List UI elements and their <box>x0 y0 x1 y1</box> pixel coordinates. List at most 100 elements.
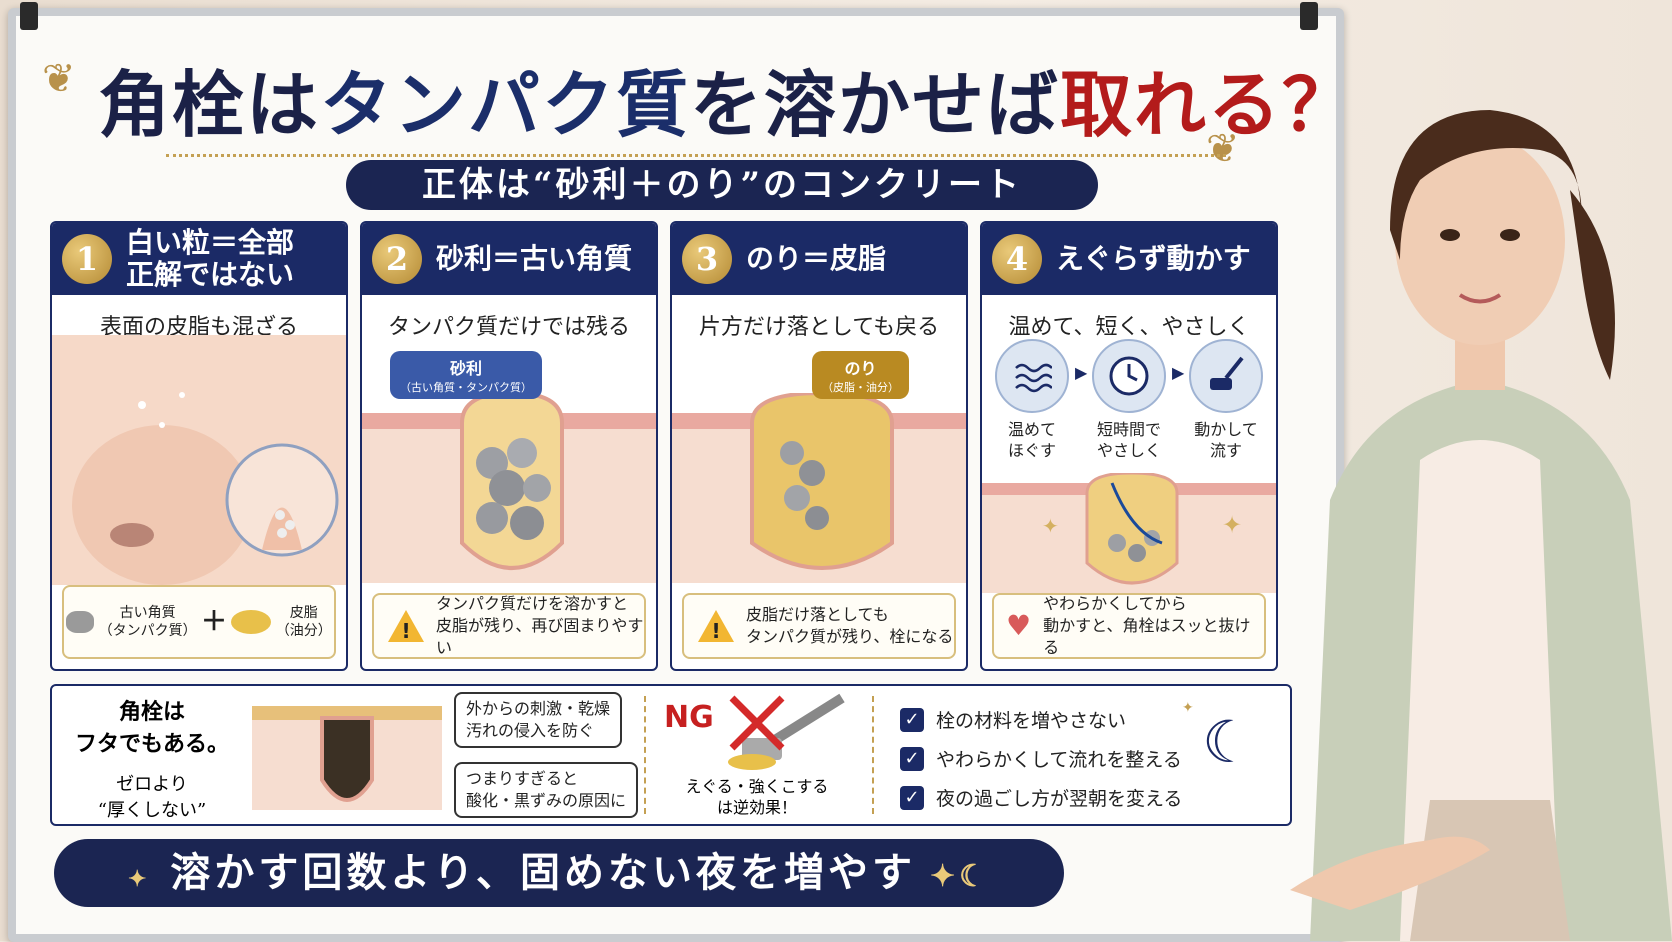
callout-protect: 外からの刺激・乾燥汚れの侵入を防ぐ <box>454 692 623 748</box>
checkbox-icon: ✓ <box>900 707 924 732</box>
panel-4-subtitle: 温めて、短く、やさしく <box>1008 315 1250 340</box>
lid-line3: ゼロより <box>116 774 188 795</box>
lid-message: 角栓は フタでもある。 ゼロより “厚くしない” <box>62 694 242 822</box>
panel-3-number: 3 <box>682 234 732 284</box>
checklist: ✓ 栓の材料を増やさない ✓やわらかくして流れを整える ✓夜の過ごし方が翌朝を変え… <box>900 706 1182 823</box>
panel-3-note-line2: タンパク質が残り、栓になる <box>746 627 954 646</box>
sebum-icon <box>231 610 272 634</box>
lid-line1: 角栓は <box>118 699 185 725</box>
title-divider <box>166 154 1226 157</box>
pore-sebum-illustration <box>672 393 966 583</box>
arrow-right-icon: ▶ <box>1172 363 1185 382</box>
panel-2-number: 2 <box>372 234 422 284</box>
whiteboard: 角栓はタンパク質を溶かせば取れる？ ❦ ❦ 正体は“砂利＋のり”のコンクリート … <box>8 8 1344 942</box>
ng-line1: えぐる・強くこする <box>685 777 829 796</box>
svg-text:!: ! <box>711 619 720 643</box>
pore-gravel-illustration <box>362 393 656 583</box>
legend-protein-line1: 古い角質 <box>119 605 176 621</box>
gravel-icon <box>66 611 95 633</box>
step-warm-line2: ほぐす <box>1007 441 1056 460</box>
brush-icon <box>1189 339 1263 413</box>
svg-text:!: ! <box>401 619 410 643</box>
svg-text:✦: ✦ <box>1042 514 1059 538</box>
step-short-line1: 短時間で <box>1096 420 1161 439</box>
star-icon: ✦ <box>1182 700 1194 716</box>
glue-label: のり （皮脂・油分） <box>812 351 909 399</box>
bottom-section: 角栓は フタでもある。 ゼロより “厚くしない” 外からの刺激・乾燥汚れの侵入を… <box>50 684 1292 826</box>
ng-line2: は逆効果！ <box>716 798 797 817</box>
ng-message: えぐる・強くこするは逆効果！ <box>662 776 852 818</box>
check-text-1: 栓の材料を増やさない <box>936 710 1127 732</box>
check-item: ✓夜の過ごし方が翌朝を変える <box>900 784 1182 811</box>
lid-line4: “厚くしない” <box>97 800 207 821</box>
step-move: 動かして流す <box>1184 339 1268 461</box>
sparkle-icon: ✦ <box>127 866 151 892</box>
legend-sebum-line1: 皮脂 <box>289 605 318 621</box>
panel-1-legend: 古い角質（タンパク質） ＋ 皮脂（油分） <box>62 585 336 659</box>
step-move-line2: 流す <box>1209 441 1242 460</box>
check-item: ✓ 栓の材料を増やさない <box>900 706 1182 733</box>
steam-icon <box>995 339 1069 413</box>
clock-icon <box>1092 339 1166 413</box>
panel-4-tip: ♥ やわらかくしてから動かすと、角栓はスッと抜ける <box>992 593 1266 659</box>
panel-2-note-line1: タンパク質だけを溶かすと <box>436 594 629 613</box>
nose-illustration <box>52 335 346 585</box>
step-move-line1: 動かして <box>1194 420 1258 439</box>
banner-text: 溶かす回数より、固めない夜を増やす <box>170 849 916 896</box>
legend-sebum-line2: （油分） <box>275 623 332 639</box>
heart-icon: ♥ <box>1006 609 1032 642</box>
callout-clog-line1: つまりすぎると <box>466 769 579 788</box>
panel-4-title: えぐらず動かす <box>1056 242 1251 275</box>
page-title: 角栓はタンパク質を溶かせば取れる？ <box>98 46 1344 151</box>
presenter-illustration <box>1290 110 1672 941</box>
title-part3: を溶かせば <box>690 62 1061 147</box>
gravel-label-small: （古い角質・タンパク質） <box>400 381 532 394</box>
arrow-right-icon: ▶ <box>1075 363 1088 382</box>
panel-4-header: 4 えぐらず動かす <box>982 223 1276 295</box>
pore-release-illustration: ✦✦ <box>982 473 1276 593</box>
warning-icon: ! <box>698 610 734 643</box>
panel-3-subtitle: 片方だけ落としても戻る <box>698 315 940 340</box>
panel-4-number: 4 <box>992 234 1042 284</box>
panel-3-title: のり＝皮脂 <box>746 242 887 275</box>
gravel-label-text: 砂利 <box>449 359 482 378</box>
glue-label-text: のり <box>844 359 877 378</box>
callout-clog: つまりすぎると酸化・黒ずみの原因に <box>454 762 639 818</box>
gravel-label: 砂利 （古い角質・タンパク質） <box>390 351 542 399</box>
svg-text:✦: ✦ <box>1222 511 1242 539</box>
check-text-3: 夜の過ごし方が翌朝を変える <box>936 788 1183 810</box>
callout-protect-line1: 外からの刺激・乾燥 <box>466 699 611 718</box>
title-part1: 角栓は <box>98 62 321 147</box>
callout-protect-line2: 汚れの侵入を防ぐ <box>466 721 595 740</box>
moon-sparkle-icon: ✦☾ <box>930 859 991 894</box>
step-short-line2: やさしく <box>1096 441 1161 460</box>
pore-lid-illustration <box>252 706 442 810</box>
bottom-banner: ✦ 溶かす回数より、固めない夜を増やす ✦☾ <box>54 839 1064 907</box>
panel-1-title-line2: 正解ではない <box>126 258 295 291</box>
moon-icon: ☾ <box>1202 708 1254 776</box>
step-warm: 温めてほぐす <box>990 339 1074 461</box>
board-clip <box>20 2 38 30</box>
step-warm-line1: 温めて <box>1007 420 1056 439</box>
check-item: ✓やわらかくして流れを整える <box>900 745 1182 772</box>
divider <box>644 696 648 814</box>
laurel-left-icon: ❦ <box>42 56 76 102</box>
warning-icon: ! <box>388 610 424 643</box>
panel-3: 3 のり＝皮脂 片方だけ落としても戻る のり （皮脂・油分） ! 皮脂だけ落として… <box>670 221 968 671</box>
divider <box>872 696 876 814</box>
panel-1-header: 1 白い粒＝全部正解ではない <box>52 223 346 295</box>
panel-1-number: 1 <box>62 234 112 284</box>
subtitle-banner: 正体は“砂利＋のり”のコンクリート <box>346 160 1098 210</box>
panel-1-title-line1: 白い粒＝全部 <box>126 226 295 259</box>
panel-2-subtitle: タンパク質だけでは残る <box>387 315 630 340</box>
panel-2-warning: ! タンパク質だけを溶かすと皮脂が残り、再び固まりやすい <box>372 593 646 659</box>
legend-plus: ＋ <box>200 607 227 637</box>
lid-line2: フタでもある。 <box>74 731 229 757</box>
panel-4-note-line1: やわらかくしてから <box>1043 594 1187 613</box>
panel-3-warning: ! 皮脂だけ落としてもタンパク質が残り、栓になる <box>682 593 956 659</box>
title-part4: 取れる？ <box>1060 62 1344 147</box>
callout-clog-line2: 酸化・黒ずみの原因に <box>466 791 627 810</box>
check-text-2: やわらかくして流れを整える <box>936 749 1182 771</box>
ng-brush-cross-icon <box>728 693 845 770</box>
glue-label-small: （皮脂・油分） <box>822 381 899 394</box>
